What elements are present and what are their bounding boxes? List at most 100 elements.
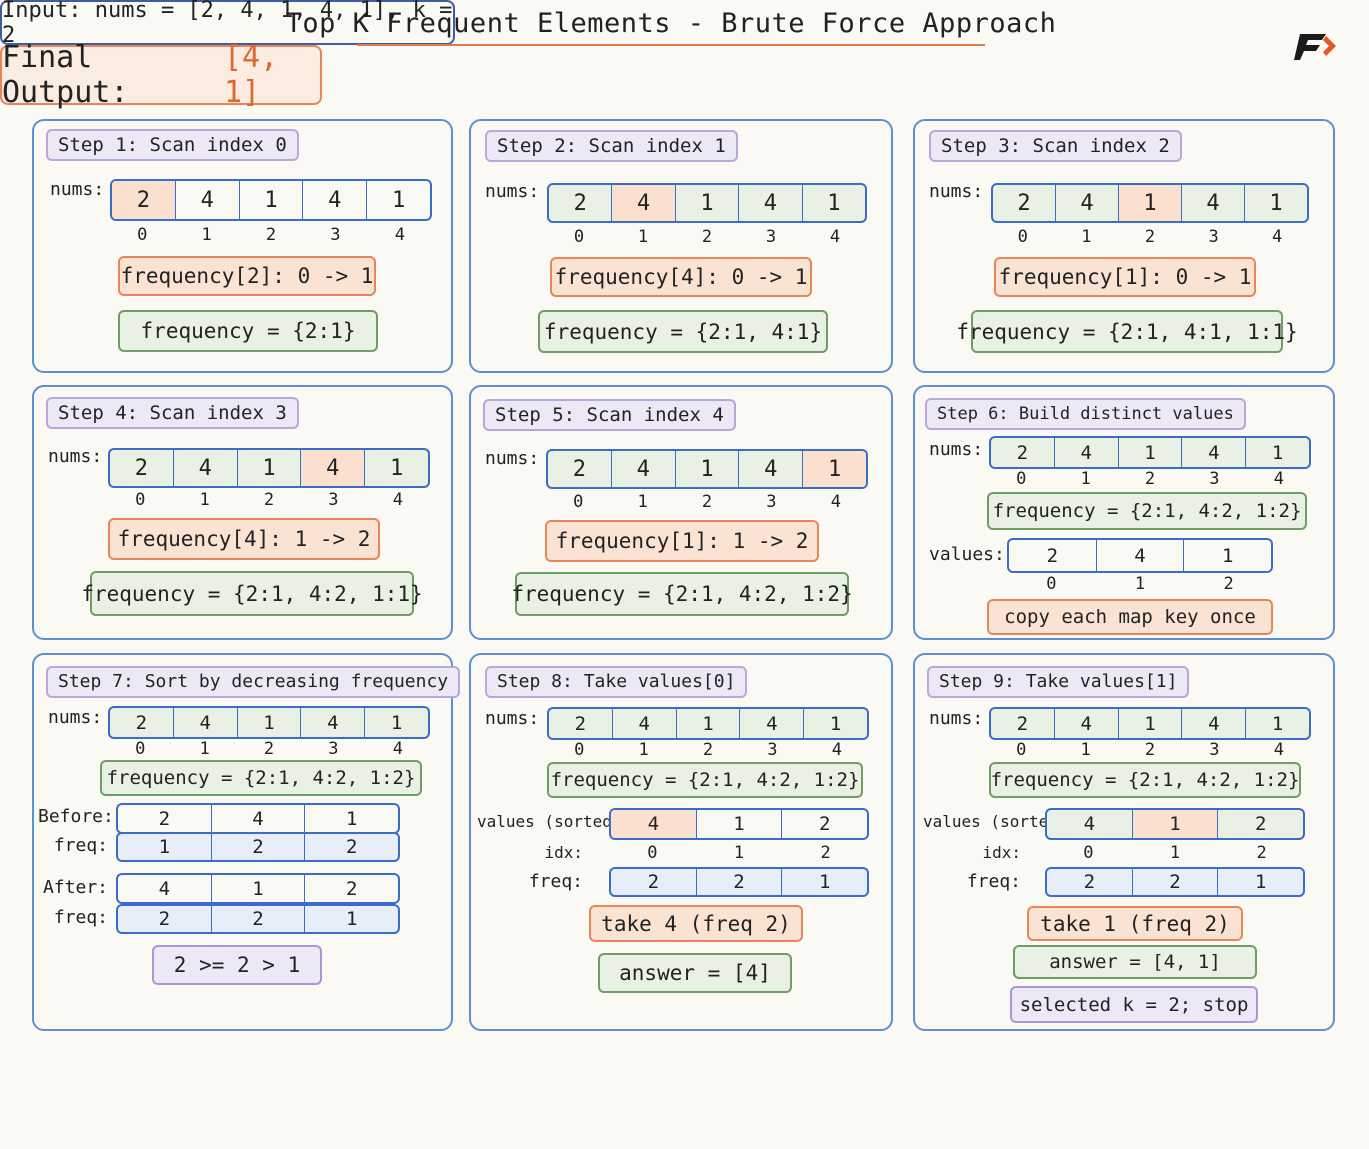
index-label: 3 bbox=[765, 227, 777, 247]
index-label: 2 bbox=[1223, 574, 1234, 594]
array-cell: 1 bbox=[345, 807, 358, 830]
array-cell: 4 bbox=[1097, 540, 1185, 571]
array-cell: 4 bbox=[612, 185, 676, 221]
page-title: Top K Frequent Elements - Brute Force Ap… bbox=[285, 8, 1057, 39]
array-cell: 4 bbox=[301, 450, 366, 486]
index-label: 4 bbox=[831, 740, 842, 760]
frequency-map: frequency = {2:1, 4:2, 1:2} bbox=[547, 762, 863, 798]
frequency-map: frequency = {2:1, 4:2, 1:2} bbox=[100, 760, 422, 796]
index-label: 3 bbox=[330, 225, 341, 245]
nums-label: nums: bbox=[929, 181, 984, 202]
index-label: 1 bbox=[637, 227, 649, 247]
array-cell: 1 bbox=[697, 810, 783, 838]
index-label: 1 bbox=[638, 740, 649, 760]
array-cell: 1 bbox=[390, 711, 403, 734]
step-header: Step 5: Scan index 4 bbox=[483, 399, 736, 431]
idx-label: idx: bbox=[982, 843, 1021, 862]
nums-label: nums: bbox=[48, 446, 103, 467]
array-cell: 4 bbox=[301, 708, 366, 737]
index-label: 1 bbox=[733, 843, 745, 863]
array-cell: 2 bbox=[1133, 869, 1219, 895]
index-label: 0 bbox=[574, 740, 585, 760]
frequency-map: frequency = {2:1, 4:2, 1:1} bbox=[81, 571, 423, 616]
array-cell: 1 bbox=[827, 190, 841, 216]
frequency-map: frequency = {2:1, 4:1, 1:1} bbox=[956, 310, 1298, 353]
array-cell: 1 bbox=[238, 708, 302, 737]
array-cell: 4 bbox=[1047, 810, 1133, 838]
index-label: 1 bbox=[1080, 469, 1091, 489]
before-freq-label: freq: bbox=[53, 835, 108, 856]
final-output-label: Final Output: bbox=[2, 40, 129, 110]
array-cell: 1 bbox=[676, 451, 740, 487]
step-header: Step 1: Scan index 0 bbox=[46, 129, 299, 161]
step-7-panel: Step 7: Sort by decreasing frequency num… bbox=[32, 653, 461, 1031]
frequency-map: frequency = {2:1, 4:2, 1:2} bbox=[987, 492, 1307, 530]
frequency-map: frequency = {2:1, 4:2, 1:2} bbox=[511, 572, 853, 616]
idx-label: idx: bbox=[544, 843, 583, 862]
nums-label: nums: bbox=[485, 708, 540, 729]
array-cell: 1 bbox=[1269, 190, 1283, 216]
frequency-update: frequency[4]: 1 -> 2 bbox=[108, 518, 380, 560]
array-cell: 1 bbox=[391, 187, 406, 213]
array-cell: 1 bbox=[345, 908, 358, 930]
index-label: 1 bbox=[1169, 843, 1181, 863]
array-cell: 1 bbox=[676, 185, 740, 221]
array-cell: 2 bbox=[1047, 869, 1133, 895]
index-label: 2 bbox=[263, 490, 275, 510]
array-cell: 1 bbox=[389, 455, 404, 481]
index-label: 3 bbox=[328, 490, 339, 510]
array-cell: 2 bbox=[993, 185, 1056, 221]
index-label: 2 bbox=[263, 739, 275, 759]
nums-label: nums: bbox=[929, 439, 984, 460]
nums-label: nums: bbox=[485, 181, 540, 202]
index-label: 3 bbox=[1208, 227, 1219, 247]
frequency-update: frequency[1]: 1 -> 2 bbox=[545, 520, 819, 562]
index-label: 4 bbox=[829, 227, 841, 247]
index-label: 1 bbox=[1134, 574, 1146, 594]
array-cell: 2 bbox=[118, 906, 212, 932]
array-cell: 2 bbox=[110, 450, 174, 486]
array-cell: 1 bbox=[803, 451, 866, 487]
array-cell: 1 bbox=[118, 834, 212, 860]
nums-label: nums: bbox=[50, 179, 105, 200]
array-cell: 1 bbox=[240, 181, 304, 219]
array-cell: 1 bbox=[677, 709, 741, 738]
index-label: 2 bbox=[701, 492, 713, 512]
copy-note: copy each map key once bbox=[987, 599, 1273, 635]
array-cell: 2 bbox=[212, 906, 306, 932]
array-cell: 4 bbox=[1182, 438, 1247, 467]
frequency-update: frequency[4]: 0 -> 1 bbox=[550, 257, 812, 297]
nums-label: nums: bbox=[929, 708, 984, 729]
index-label: 1 bbox=[199, 490, 210, 510]
index-label: 1 bbox=[199, 739, 210, 759]
frequency-map: frequency = {2:1, 4:1} bbox=[538, 310, 828, 353]
index-label: 1 bbox=[201, 225, 212, 245]
final-output-value: [4, 1] bbox=[224, 40, 279, 110]
array-cell: 2 bbox=[991, 438, 1055, 467]
step-header: Step 4: Scan index 3 bbox=[46, 397, 299, 429]
index-label: 3 bbox=[766, 492, 777, 512]
step-header: Step 7: Sort by decreasing frequency bbox=[46, 666, 461, 698]
step-header: Step 9: Take values[1] bbox=[927, 666, 1190, 698]
index-label: 4 bbox=[392, 739, 403, 759]
freq-label: freq: bbox=[528, 871, 583, 892]
array-cell: 4 bbox=[740, 709, 805, 738]
